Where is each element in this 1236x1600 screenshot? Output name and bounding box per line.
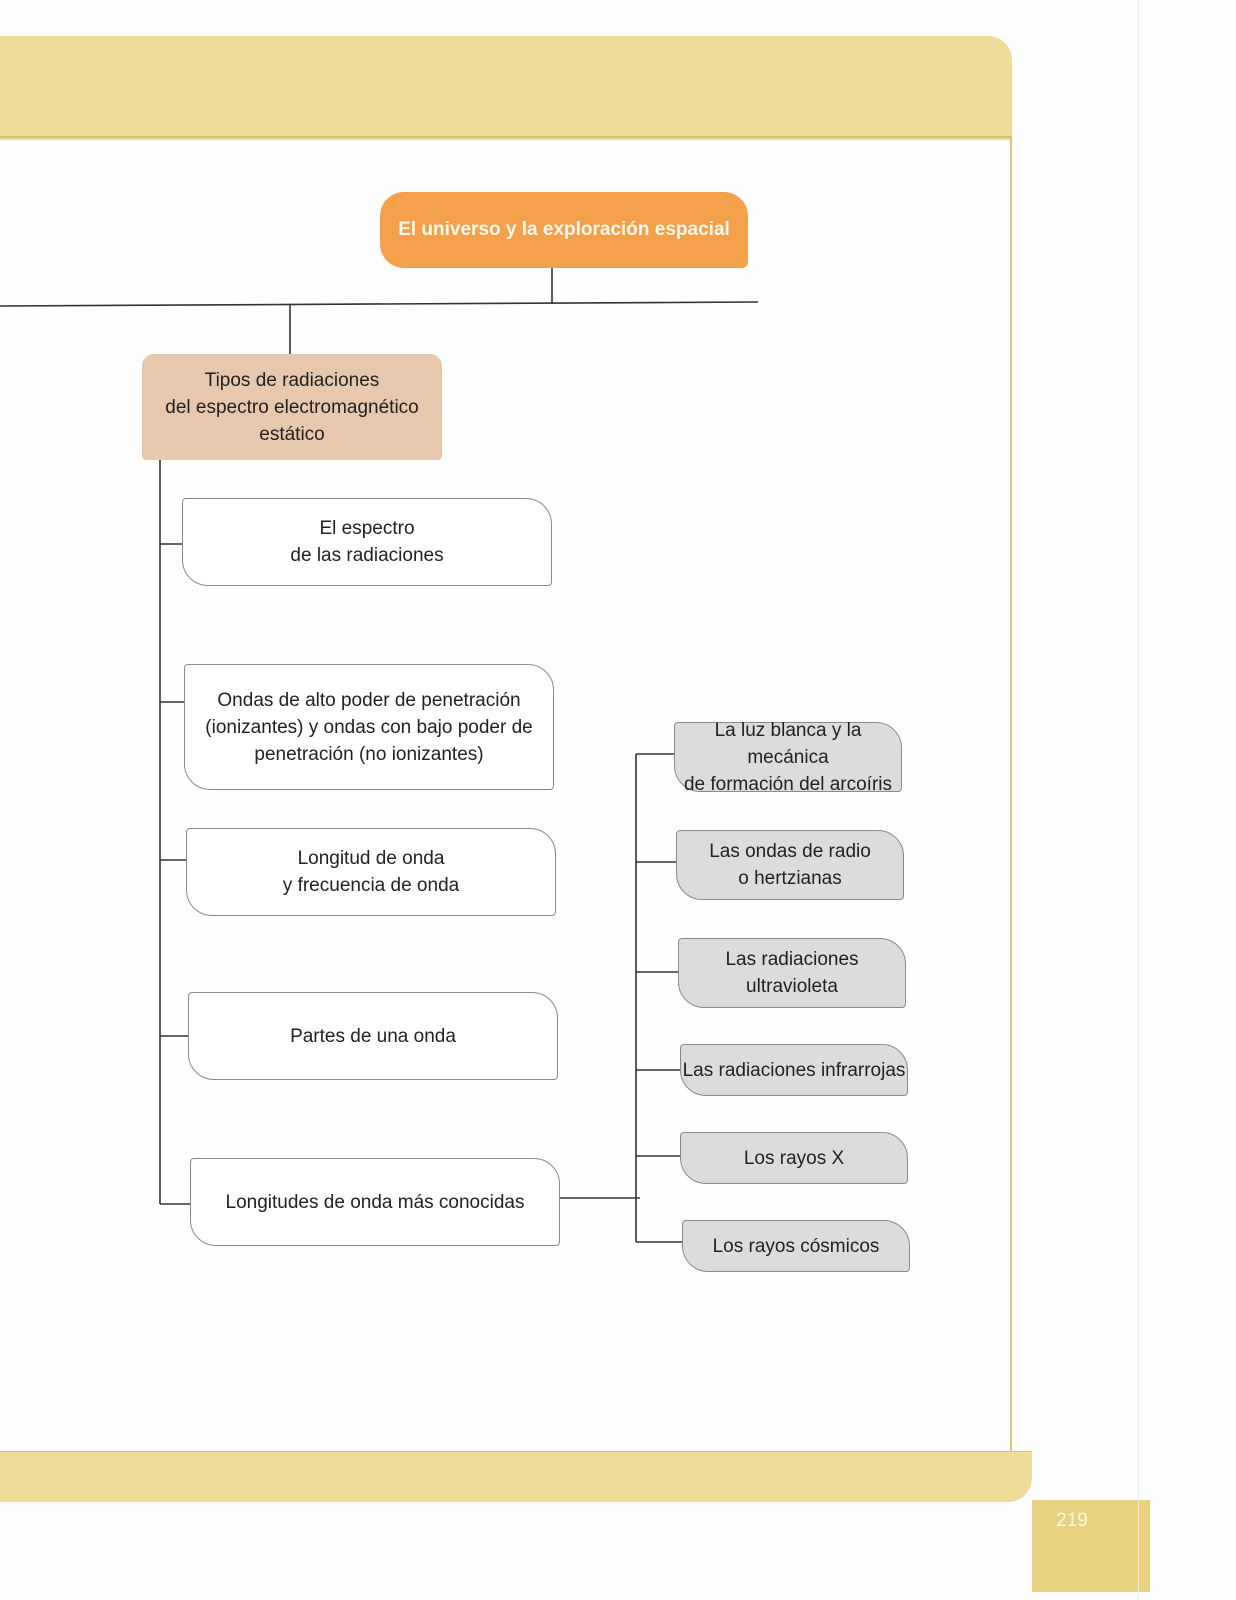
topic-node: Longitud de onda y frecuencia de onda — [186, 828, 556, 916]
page-number-tab — [1032, 1500, 1150, 1592]
wavelength-node: Las radiaciones infrarrojas — [680, 1044, 908, 1096]
wavelength-node: Los rayos cósmicos — [682, 1220, 910, 1272]
topic-node: Longitudes de onda más conocidas — [190, 1158, 560, 1246]
gutter-line — [1138, 0, 1139, 1600]
topic-node: Partes de una onda — [188, 992, 558, 1080]
topic-node: El espectro de las radiaciones — [182, 498, 552, 586]
footer-band — [0, 1452, 1032, 1502]
concept-map-root: El universo y la exploración espacial — [380, 192, 748, 268]
header-band-edge — [0, 136, 1012, 138]
page-number: 219 — [1056, 1510, 1088, 1531]
wavelength-node: Las ondas de radio o hertzianas — [676, 830, 904, 900]
wavelength-node: La luz blanca y la mecánica de formación… — [674, 720, 902, 795]
wavelength-node: Los rayos X — [680, 1132, 908, 1184]
wavelength-node: Las radiaciones ultravioleta — [678, 938, 906, 1008]
frame-right-border — [1010, 136, 1012, 1454]
topic-node: Ondas de alto poder de penetración (ioni… — [184, 664, 554, 790]
category-node: Tipos de radiaciones del espectro electr… — [142, 354, 442, 460]
header-band — [0, 36, 1012, 140]
